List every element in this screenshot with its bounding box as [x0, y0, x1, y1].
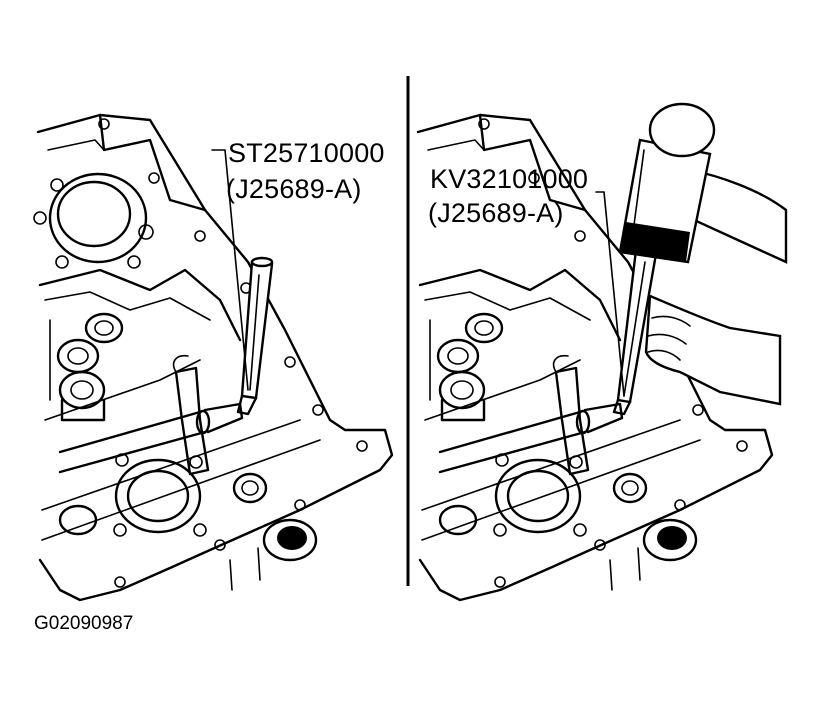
right-tool-part-number: KV32101000 — [430, 164, 589, 194]
right-valve-body-drawing — [416, 113, 774, 602]
right-tool-alt-number: (J25689-A) — [428, 198, 564, 228]
hand-icon — [644, 294, 782, 406]
left-tool-alt-number: (J25689-A) — [226, 174, 362, 204]
figure-id: G02090987 — [34, 613, 134, 634]
hammer-icon — [618, 102, 788, 264]
left-valve-body-drawing — [33, 113, 394, 602]
left-tool-part-number: ST25710000 — [228, 138, 385, 168]
